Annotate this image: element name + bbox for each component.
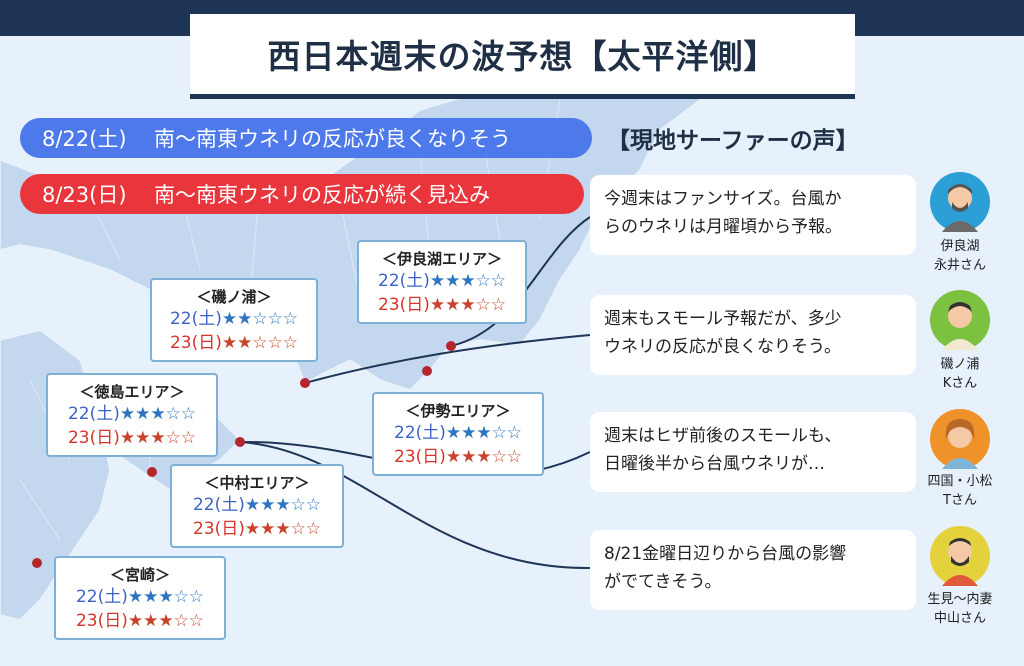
person-label: 伊良湖 永井さん — [910, 237, 1010, 275]
avatar — [930, 526, 990, 586]
area-card-tokushima: ＜徳島エリア＞ 22(土)★★★☆☆ 23(日)★★★☆☆ — [46, 373, 218, 457]
rating-sat: 22(土)★★★☆☆ — [359, 269, 525, 293]
area-card-irago: ＜伊良湖エリア＞ 22(土)★★★☆☆ 23(日)★★★☆☆ — [357, 240, 527, 324]
rating-sun: 23(日)★★☆☆☆ — [152, 331, 316, 355]
person-place: 磯ノ浦 — [940, 357, 980, 372]
person-name: 中山さん — [933, 611, 986, 626]
title-banner: 西日本週末の波予想【太平洋側】 — [190, 14, 855, 94]
rating-day: 22(土) — [393, 423, 446, 443]
person-icon — [942, 538, 978, 586]
area-name: ＜徳島エリア＞ — [79, 383, 185, 401]
rating-sun: 23(日)★★★☆☆ — [172, 517, 342, 541]
rating-day: 22(土) — [75, 587, 128, 607]
rating-day: 22(土) — [67, 404, 120, 424]
rating-stars: ★★★☆☆ — [445, 447, 523, 467]
voice-line: 日曜後半から台風ウネリが… — [604, 454, 825, 474]
rating-day: 22(土) — [377, 271, 430, 291]
person-name: 永井さん — [933, 258, 986, 273]
voice-bubble-3: 週末はヒザ前後のスモールも、 日曜後半から台風ウネリが… — [590, 412, 916, 492]
rating-sat: 22(土)★★★☆☆ — [48, 402, 216, 426]
rating-stars: ★★☆☆☆ — [221, 309, 299, 329]
area-name: ＜伊勢エリア＞ — [405, 402, 511, 420]
area-card-nakamura: ＜中村エリア＞ 22(土)★★★☆☆ 23(日)★★★☆☆ — [170, 464, 344, 548]
forecast-text: 南〜南東ウネリの反応が良くなりそう — [154, 127, 511, 151]
person-place: 四国・小松 — [927, 474, 993, 489]
rating-day: 23(日) — [169, 333, 222, 353]
rating-stars: ★★★☆☆ — [445, 423, 523, 443]
voice-line: 8/21金曜日辺りから台風の影響 — [604, 544, 847, 564]
voice-bubble-1: 今週末はファンサイズ。台風か らのウネリは月曜頃から予報。 — [590, 175, 916, 255]
page-title: 西日本週末の波予想【太平洋側】 — [267, 37, 778, 76]
person-place: 伊良湖 — [940, 239, 980, 254]
location-dot-nakamura — [147, 467, 157, 477]
rating-sun: 23(日)★★★☆☆ — [359, 293, 525, 317]
rating-day: 23(日) — [75, 611, 128, 631]
location-dot-miyazaki — [32, 558, 42, 568]
rating-stars: ★★★☆☆ — [244, 495, 322, 515]
rating-day: 22(土) — [169, 309, 222, 329]
rating-day: 23(日) — [192, 519, 245, 539]
location-dot-tokushima — [235, 437, 245, 447]
area-name: ＜宮崎＞ — [109, 566, 170, 584]
area-name: ＜伊良湖エリア＞ — [381, 250, 502, 268]
person-icon — [942, 302, 978, 350]
voice-line: 今週末はファンサイズ。台風か — [604, 189, 842, 209]
area-card-ise: ＜伊勢エリア＞ 22(土)★★★☆☆ 23(日)★★★☆☆ — [372, 392, 544, 476]
rating-day: 23(日) — [393, 447, 446, 467]
rating-day: 22(土) — [192, 495, 245, 515]
forecast-sun: 8/23(日) 南〜南東ウネリの反応が続く見込み — [20, 174, 584, 214]
person-label: 四国・小松 Tさん — [910, 472, 1010, 510]
area-name: ＜中村エリア＞ — [204, 474, 310, 492]
rating-sun: 23(日)★★★☆☆ — [374, 445, 542, 469]
rating-stars: ★★★☆☆ — [429, 271, 507, 291]
forecast-date: 8/23(日) — [42, 183, 127, 207]
rating-stars: ★★★☆☆ — [244, 519, 322, 539]
voice-bubble-4: 8/21金曜日辺りから台風の影響 がでてきそう。 — [590, 530, 916, 610]
person-name: Tさん — [943, 493, 977, 508]
avatar — [930, 290, 990, 350]
rating-sat: 22(土)★★★☆☆ — [56, 585, 224, 609]
forecast-sat: 8/22(土) 南〜南東ウネリの反応が良くなりそう — [20, 118, 592, 158]
area-name: ＜磯ノ浦＞ — [196, 288, 272, 306]
person-label: 磯ノ浦 Kさん — [910, 355, 1010, 393]
voices-heading: 【現地サーファーの声】 — [607, 128, 859, 154]
rating-day: 23(日) — [377, 295, 430, 315]
avatar — [930, 409, 990, 469]
rating-stars: ★★★☆☆ — [127, 611, 205, 631]
location-dot-irago — [446, 341, 456, 351]
rating-sun: 23(日)★★★☆☆ — [56, 609, 224, 633]
rating-sun: 23(日)★★★☆☆ — [48, 426, 216, 450]
rating-sat: 22(土)★★☆☆☆ — [152, 307, 316, 331]
person-label: 生見〜内妻 中山さん — [910, 590, 1010, 628]
person-place: 生見〜内妻 — [927, 592, 993, 607]
rating-day: 23(日) — [67, 428, 120, 448]
area-card-miyazaki: ＜宮崎＞ 22(土)★★★☆☆ 23(日)★★★☆☆ — [54, 556, 226, 640]
voice-line: らのウネリは月曜頃から予報。 — [604, 217, 842, 237]
rating-sat: 22(土)★★★☆☆ — [374, 421, 542, 445]
voice-bubble-2: 週末もスモール予報だが、多少 ウネリの反応が良くなりそう。 — [590, 295, 916, 375]
rating-stars: ★★★☆☆ — [127, 587, 205, 607]
person-icon — [942, 184, 978, 232]
voice-line: がでてきそう。 — [604, 572, 722, 592]
rating-stars: ★★★☆☆ — [429, 295, 507, 315]
rating-sat: 22(土)★★★☆☆ — [172, 493, 342, 517]
voice-line: 週末もスモール予報だが、多少 — [604, 309, 842, 329]
forecast-text: 南〜南東ウネリの反応が続く見込み — [154, 183, 490, 207]
voice-line: 週末はヒザ前後のスモールも、 — [604, 426, 842, 446]
location-dot-ise — [422, 366, 432, 376]
person-icon — [942, 419, 978, 469]
rating-stars: ★★☆☆☆ — [221, 333, 299, 353]
person-name: Kさん — [942, 376, 978, 391]
location-dot-isonoura — [300, 378, 310, 388]
voice-line: ウネリの反応が良くなりそう。 — [604, 337, 841, 357]
rating-stars: ★★★☆☆ — [119, 404, 197, 424]
forecast-date: 8/22(土) — [42, 127, 127, 151]
rating-stars: ★★★☆☆ — [119, 428, 197, 448]
avatar — [930, 172, 990, 232]
area-card-isonoura: ＜磯ノ浦＞ 22(土)★★☆☆☆ 23(日)★★☆☆☆ — [150, 278, 318, 362]
